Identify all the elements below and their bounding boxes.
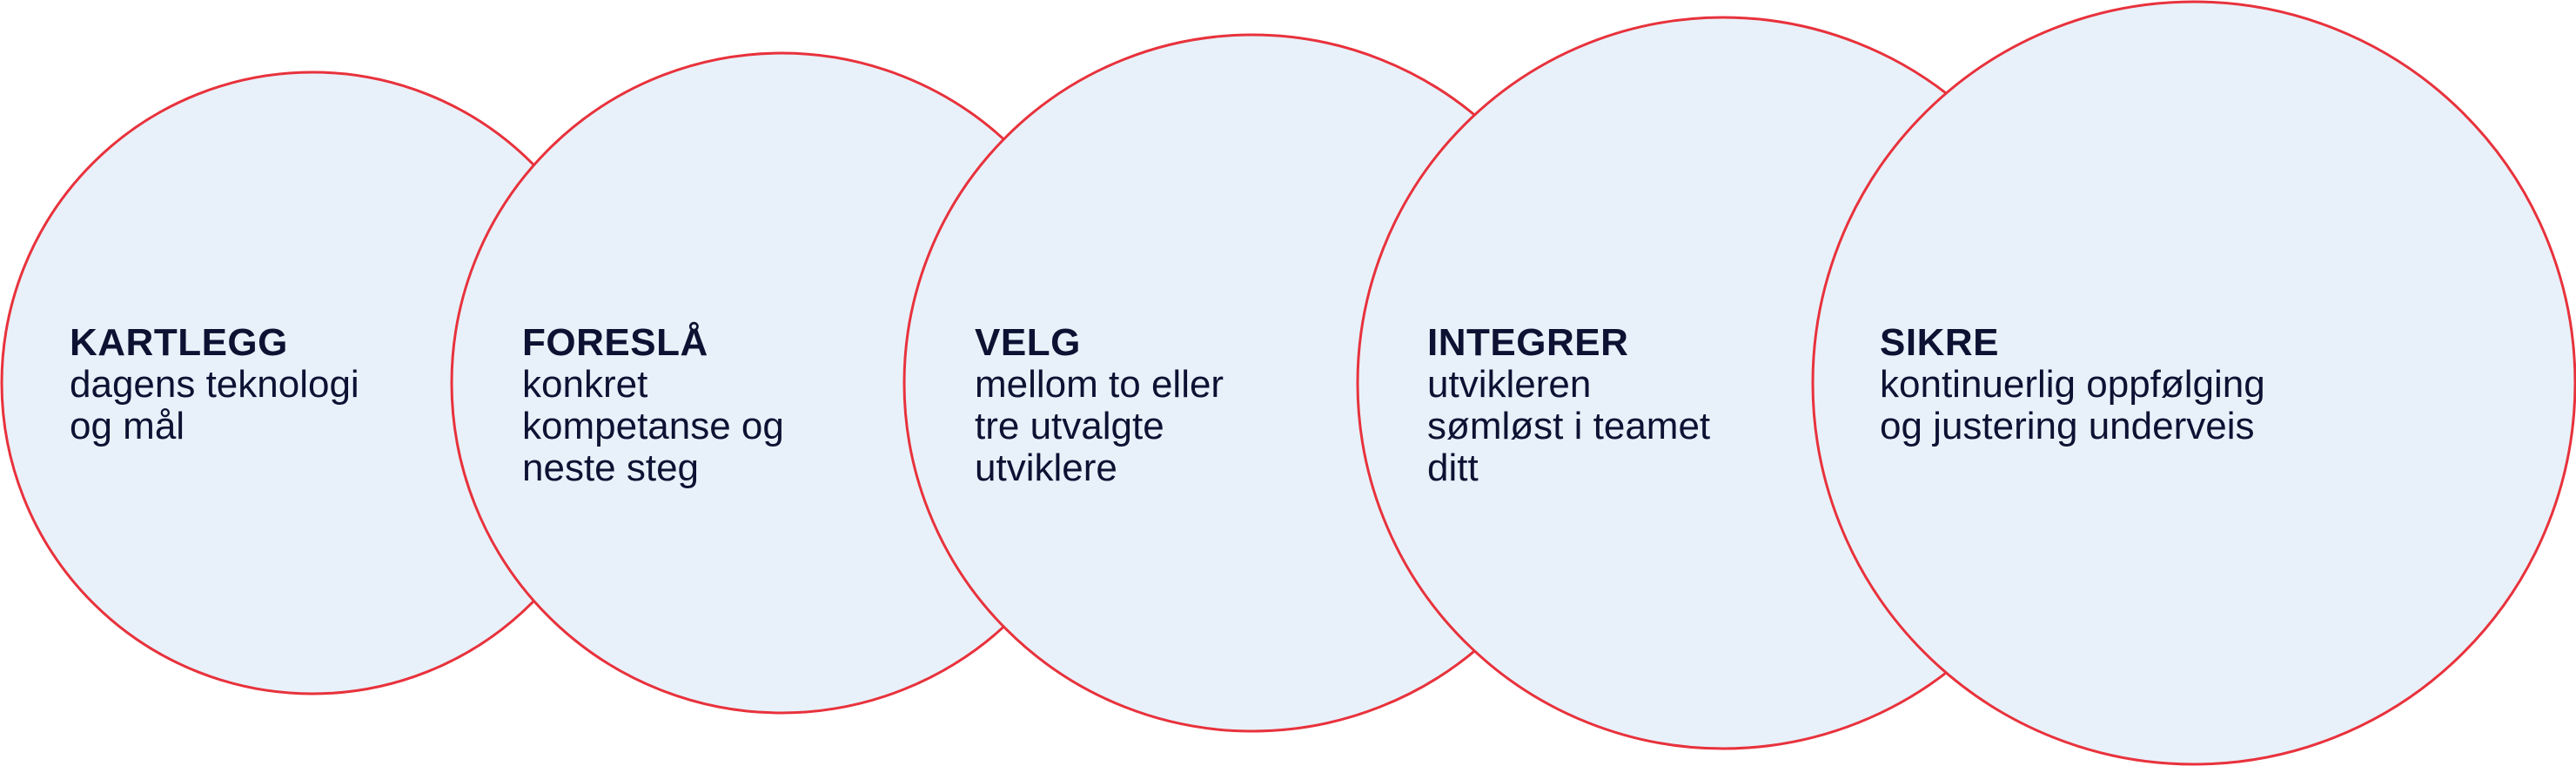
- step-velg: VELG mellom to eller tre utvalgte utvikl…: [975, 322, 1224, 489]
- step-sikre: SIKRE kontinuerlig oppfølging og justeri…: [1880, 322, 2265, 447]
- step-description: dagens teknologi og mål: [70, 363, 359, 447]
- step-description: konkret kompetanse og neste steg: [522, 363, 784, 489]
- step-description: utvikleren sømløst i teamet ditt: [1427, 363, 1711, 489]
- circle-sikre: [1811, 0, 2576, 766]
- step-title: VELG: [975, 321, 1081, 364]
- step-description: kontinuerlig oppfølging og justering und…: [1880, 363, 2265, 447]
- step-title: KARTLEGG: [70, 321, 288, 364]
- step-description: mellom to eller tre utvalgte utviklere: [975, 363, 1224, 489]
- step-title: INTEGRER: [1427, 321, 1629, 364]
- step-title: SIKRE: [1880, 321, 1999, 364]
- step-kartlegg: KARTLEGG dagens teknologi og mål: [70, 322, 359, 447]
- step-integrer: INTEGRER utvikleren sømløst i teamet dit…: [1427, 322, 1710, 489]
- step-foreslaa: FORESLÅ konkret kompetanse og neste steg: [522, 322, 784, 489]
- step-title: FORESLÅ: [522, 321, 708, 364]
